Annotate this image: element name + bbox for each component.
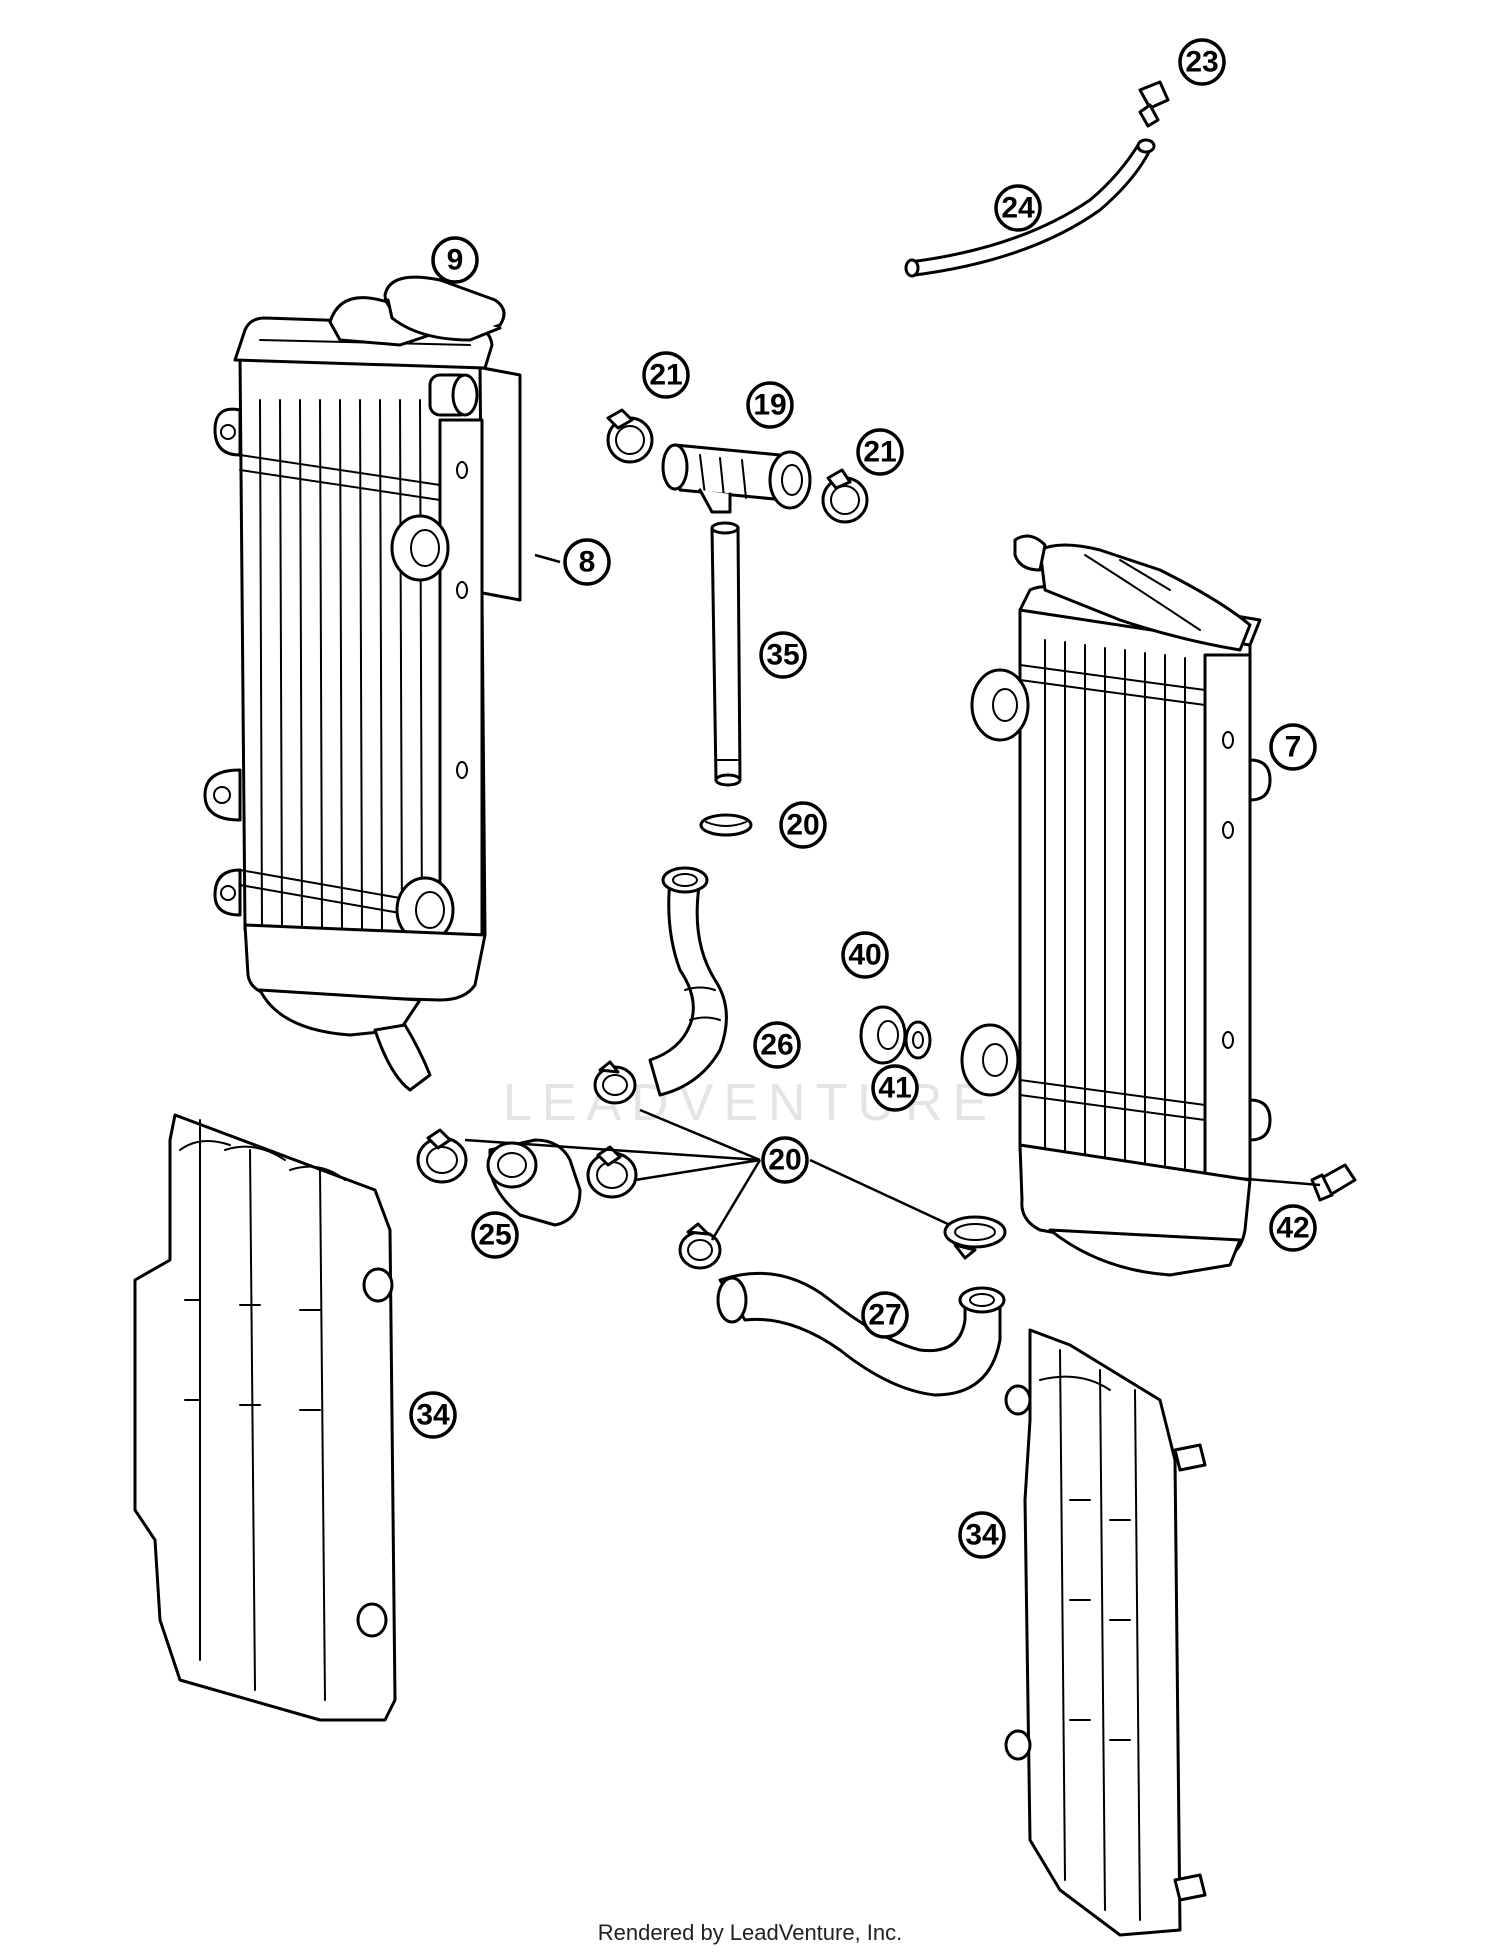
callout-7: 7 xyxy=(1269,723,1317,771)
callout-21-right: 21 xyxy=(856,428,904,476)
hose-clamp-right xyxy=(821,468,869,524)
callout-24: 24 xyxy=(994,184,1042,232)
callout-21-left: 21 xyxy=(642,351,690,399)
svg-text:19: 19 xyxy=(753,389,786,422)
callout-40: 40 xyxy=(841,931,889,979)
hose-clamp-top xyxy=(699,813,753,837)
callout-27: 27 xyxy=(861,1291,909,1339)
thermostat-fitting xyxy=(661,443,812,514)
svg-text:40: 40 xyxy=(848,939,881,972)
breather-hose xyxy=(904,138,1156,278)
callout-42: 42 xyxy=(1269,1204,1317,1252)
svg-text:21: 21 xyxy=(649,359,682,392)
svg-text:20: 20 xyxy=(786,809,819,842)
right-radiator-shroud xyxy=(1004,1328,1207,1937)
svg-text:34: 34 xyxy=(416,1399,450,1432)
radiator-hose-lower xyxy=(716,1271,1006,1397)
svg-text:26: 26 xyxy=(760,1029,793,1062)
svg-text:23: 23 xyxy=(1185,46,1218,79)
callout-26: 26 xyxy=(753,1021,801,1069)
svg-text:25: 25 xyxy=(478,1219,511,1252)
callout-9: 9 xyxy=(431,236,479,284)
radiator-cap xyxy=(383,275,506,342)
connector-tube xyxy=(710,521,742,787)
callout-20-top: 20 xyxy=(779,801,827,849)
callout-23: 23 xyxy=(1178,38,1226,86)
svg-text:41: 41 xyxy=(878,1072,911,1105)
left-radiator-shroud xyxy=(133,1113,397,1722)
footer-credit: Rendered by LeadVenture, Inc. xyxy=(597,1920,903,1945)
callout-41: 41 xyxy=(871,1064,919,1112)
svg-text:34: 34 xyxy=(965,1519,999,1552)
leader-lines xyxy=(464,553,1321,1241)
callout-20-group: 20 xyxy=(761,1136,809,1184)
short-hose xyxy=(486,1138,582,1227)
watermark: LEADVENTURE xyxy=(503,1074,997,1132)
callout-19: 19 xyxy=(746,381,794,429)
callout-34-right: 34 xyxy=(958,1511,1006,1559)
callout-25: 25 xyxy=(471,1211,519,1259)
svg-text:42: 42 xyxy=(1276,1212,1309,1245)
radiator-hose-upper xyxy=(648,866,728,1097)
grommet xyxy=(859,1005,907,1065)
washer xyxy=(904,1020,932,1060)
svg-text:21: 21 xyxy=(863,436,896,469)
callout-34-left: 34 xyxy=(409,1391,457,1439)
svg-text:24: 24 xyxy=(1001,192,1035,225)
svg-text:20: 20 xyxy=(768,1144,801,1177)
bolt xyxy=(1310,1163,1357,1202)
left-radiator xyxy=(203,296,522,1092)
callout-8: 8 xyxy=(563,538,611,586)
svg-text:7: 7 xyxy=(1285,731,1302,764)
right-radiator xyxy=(960,534,1272,1277)
svg-text:27: 27 xyxy=(868,1299,901,1332)
hose-fitting xyxy=(1138,80,1170,128)
svg-text:35: 35 xyxy=(766,639,799,672)
svg-text:8: 8 xyxy=(579,546,596,579)
svg-text:9: 9 xyxy=(447,244,464,277)
hose-clamp-left xyxy=(606,408,654,464)
callout-35: 35 xyxy=(759,631,807,679)
